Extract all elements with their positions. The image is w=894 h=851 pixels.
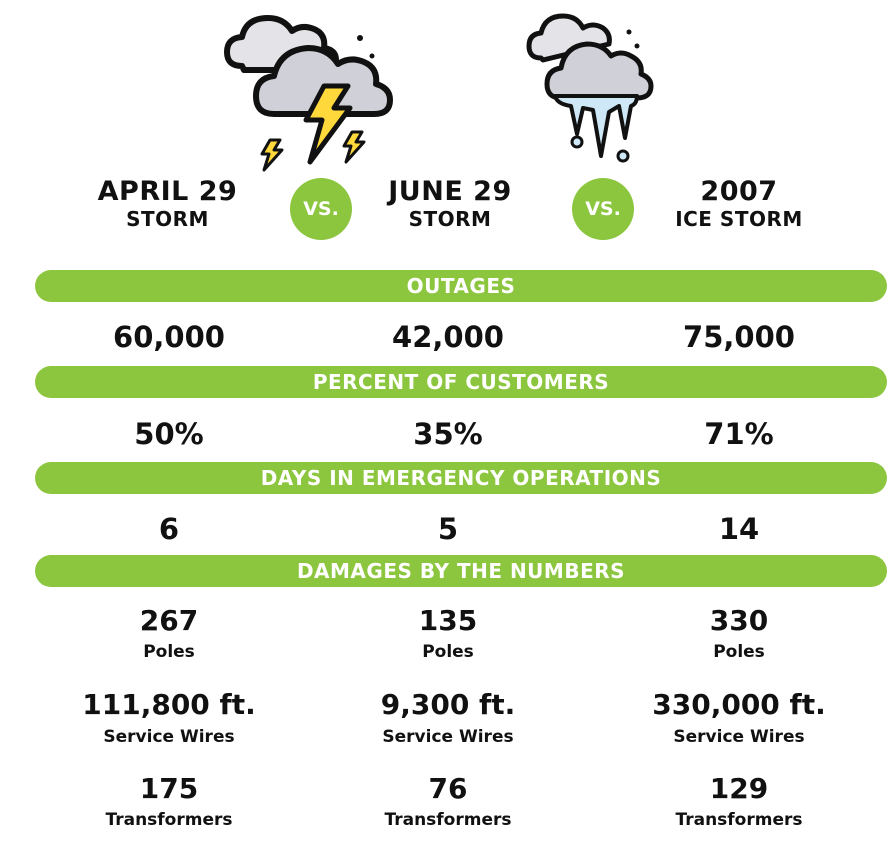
icicle-cloud-icon xyxy=(526,13,654,163)
vs-label: VS. xyxy=(585,198,621,220)
column-subtitle-ice: ICE STORM xyxy=(675,207,803,231)
section-title: DAYS IN EMERGENCY OPERATIONS xyxy=(260,466,662,490)
column-subtitle-april: STORM xyxy=(126,207,209,231)
column-title-june: JUNE 29 xyxy=(388,176,512,207)
section-bar-days: DAYS IN EMERGENCY OPERATIONS xyxy=(35,462,887,494)
wires-label-april: Service Wires xyxy=(103,727,235,747)
column-header-ice: 2007 ICE STORM xyxy=(610,176,868,231)
percent-value-april: 50% xyxy=(134,417,204,451)
column-header-april: APRIL 29 STORM xyxy=(40,176,295,231)
poles-label-ice: Poles xyxy=(713,642,765,662)
column-title-ice: 2007 xyxy=(700,176,778,207)
transformers-label-june: Transformers xyxy=(384,810,512,830)
transformers-value-ice: 129 xyxy=(709,772,769,805)
vs-badge-2: VS. xyxy=(572,178,634,240)
column-title-april: APRIL 29 xyxy=(97,176,238,207)
wires-value-ice: 330,000 ft. xyxy=(652,688,826,721)
poles-label-june: Poles xyxy=(422,642,474,662)
wires-value-april: 111,800 ft. xyxy=(82,688,256,721)
outages-value-april: 60,000 xyxy=(113,320,225,354)
outages-value-june: 42,000 xyxy=(392,320,504,354)
section-title: OUTAGES xyxy=(406,274,516,298)
wires-value-june: 9,300 ft. xyxy=(380,688,516,721)
transformers-label-ice: Transformers xyxy=(675,810,803,830)
days-value-ice: 14 xyxy=(718,512,760,546)
column-subtitle-june: STORM xyxy=(408,207,492,231)
poles-value-june: 135 xyxy=(418,604,478,637)
poles-label-april: Poles xyxy=(143,642,195,662)
vs-badge-1: VS. xyxy=(290,178,352,240)
section-title: DAMAGES BY THE NUMBERS xyxy=(296,559,626,583)
poles-value-april: 267 xyxy=(139,604,199,637)
poles-value-ice: 330 xyxy=(709,604,769,637)
wires-label-ice: Service Wires xyxy=(673,727,805,747)
section-bar-damages: DAMAGES BY THE NUMBERS xyxy=(35,555,887,587)
section-title: PERCENT OF CUSTOMERS xyxy=(312,370,610,394)
outages-value-ice: 75,000 xyxy=(683,320,795,354)
transformers-label-april: Transformers xyxy=(105,810,233,830)
days-value-june: 5 xyxy=(437,512,459,546)
vs-label: VS. xyxy=(303,198,339,220)
section-bar-percent: PERCENT OF CUSTOMERS xyxy=(35,366,887,398)
thunderstorm-cloud-icon xyxy=(224,15,393,172)
section-bar-outages: OUTAGES xyxy=(35,270,887,302)
transformers-value-april: 175 xyxy=(139,772,199,805)
percent-value-june: 35% xyxy=(413,417,483,451)
column-header-june: JUNE 29 STORM xyxy=(320,176,580,231)
percent-value-ice: 71% xyxy=(704,417,774,451)
wires-label-june: Service Wires xyxy=(382,727,514,747)
days-value-april: 6 xyxy=(158,512,180,546)
transformers-value-june: 76 xyxy=(428,772,468,805)
